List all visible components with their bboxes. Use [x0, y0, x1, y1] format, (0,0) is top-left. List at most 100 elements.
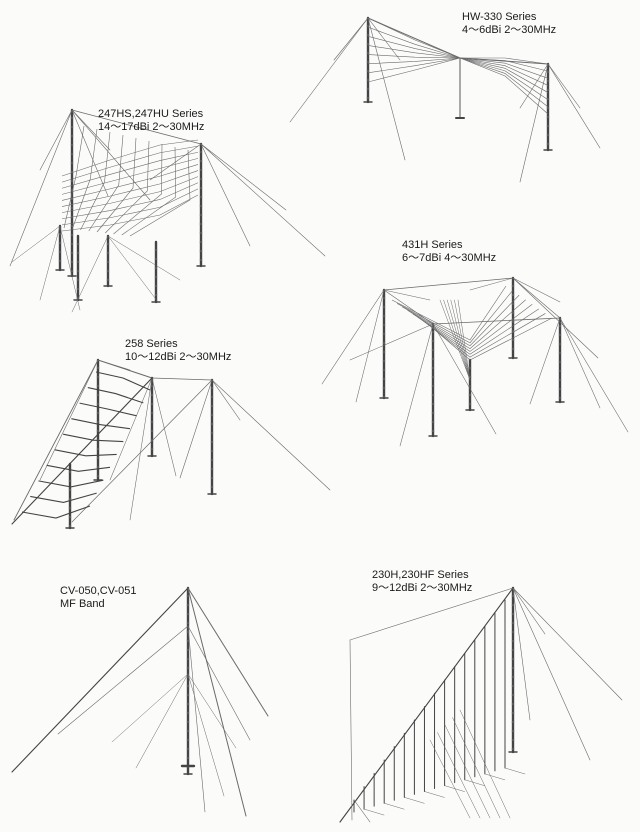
wire-curtain — [61, 188, 199, 226]
wire-curtain — [61, 145, 199, 183]
guy-wire — [452, 717, 501, 819]
s247-spec: 14～17dBi 2～30MHz — [98, 121, 205, 133]
s258-series-name: 258 Series — [125, 338, 178, 350]
guy-wire — [109, 377, 153, 481]
guy-wire — [457, 299, 471, 381]
guy-wire — [97, 359, 153, 379]
guy-wire — [39, 109, 73, 171]
guy-wire — [512, 587, 623, 701]
guy-wire — [349, 587, 514, 641]
guy-wire — [39, 359, 99, 481]
wire-curtain — [61, 164, 199, 201]
s247-series-name: 247HS,247HU Series — [98, 108, 204, 120]
guy-wire — [71, 109, 111, 151]
wire-curtain — [367, 57, 549, 108]
wire-curtain — [61, 176, 199, 213]
guy-wire — [512, 277, 561, 303]
cv050-label: CV-050,CV-051 MF Band — [60, 585, 136, 611]
guy-wire — [9, 109, 73, 267]
wire-curtain — [129, 149, 191, 237]
element-anchor — [464, 779, 485, 786]
hw330-spec: 4～6dBi 2～30MHz — [462, 24, 557, 36]
wire-curtain — [61, 151, 199, 189]
guy-wire — [71, 379, 213, 523]
wire-curtain — [61, 158, 199, 195]
guy-wire — [439, 299, 471, 381]
guy-wire — [107, 235, 181, 281]
dipole-element — [79, 402, 137, 417]
guy-wire — [187, 587, 247, 817]
guy-wire — [71, 109, 202, 145]
guy-wire — [432, 323, 497, 435]
guy-wire — [211, 379, 241, 421]
guy-wire — [559, 317, 629, 433]
s230-label: 230H,230HF Series 9～12dBi 2～30MHz — [372, 569, 472, 595]
guy-wire — [512, 587, 546, 635]
guy-wire — [512, 587, 531, 721]
wire-curtain — [417, 308, 540, 355]
guy-wire — [459, 709, 511, 819]
guy-wire — [559, 317, 601, 409]
wire-curtain — [402, 294, 520, 347]
guy-wire — [519, 63, 549, 109]
wire-curtain — [121, 146, 177, 236]
hw330-antenna — [289, 16, 601, 183]
guy-wire — [321, 289, 385, 385]
wire-curtain — [61, 139, 199, 177]
wire-curtain — [61, 194, 199, 232]
guy-wire — [200, 143, 287, 211]
guy-wire — [399, 323, 434, 447]
guy-wire — [187, 673, 237, 749]
guy-wire — [450, 299, 471, 381]
guy-wire — [353, 799, 371, 823]
s431-spec: 6～7dBi 4～30MHz — [402, 252, 497, 264]
guy-wire — [11, 225, 61, 263]
wire-curtain — [61, 170, 199, 207]
element-anchor — [404, 797, 425, 804]
wire-curtain — [407, 299, 526, 349]
guy-wire — [367, 17, 401, 61]
guy-wire — [446, 299, 471, 381]
guy-wire — [349, 323, 434, 361]
guy-wire — [187, 587, 269, 717]
wire-curtain — [88, 134, 124, 232]
catenary-wire — [339, 587, 514, 823]
wire-curtain — [96, 137, 137, 233]
guy-wire — [211, 379, 331, 491]
guy-wire — [13, 359, 99, 521]
guy-wire — [111, 673, 189, 743]
guy-wire — [187, 625, 206, 813]
element-anchor — [484, 773, 506, 781]
wire-curtain — [391, 285, 507, 341]
guy-wire — [432, 317, 561, 325]
guy-wire — [454, 299, 471, 381]
s258-spec: 10～12dBi 2～30MHz — [125, 351, 232, 363]
wire-curtain — [397, 290, 513, 344]
guy-wire — [383, 289, 431, 301]
guy-wire — [367, 17, 461, 59]
guy-wire — [200, 143, 251, 247]
guy-wire — [187, 625, 251, 741]
cv050-spec: MF Band — [60, 598, 105, 610]
guy-wire — [429, 739, 471, 819]
guy-wire — [39, 225, 61, 301]
guy-wire — [355, 289, 385, 403]
wire-curtain — [113, 143, 163, 235]
s258-label: 258 Series 10～12dBi 2～30MHz — [125, 338, 231, 364]
dipole-element — [63, 433, 124, 443]
s247-antenna — [9, 108, 326, 313]
hw330-series-name: HW-330 Series — [462, 11, 537, 23]
guy-wire — [547, 63, 601, 149]
s431-series-name: 431H Series — [402, 239, 463, 251]
guy-wire — [333, 17, 369, 61]
guy-wire — [519, 63, 549, 183]
radiator-wire — [11, 587, 189, 773]
s230-series-name: 230H,230HF Series — [372, 569, 469, 581]
s258-antenna — [11, 358, 331, 530]
dipole-element — [95, 371, 151, 391]
guy-wire — [187, 673, 225, 797]
guy-wire — [151, 377, 177, 477]
cv050-series-name: CV-050,CV-051 — [60, 585, 137, 597]
s431-label: 431H Series 6～7dBi 4～30MHz — [402, 239, 496, 265]
